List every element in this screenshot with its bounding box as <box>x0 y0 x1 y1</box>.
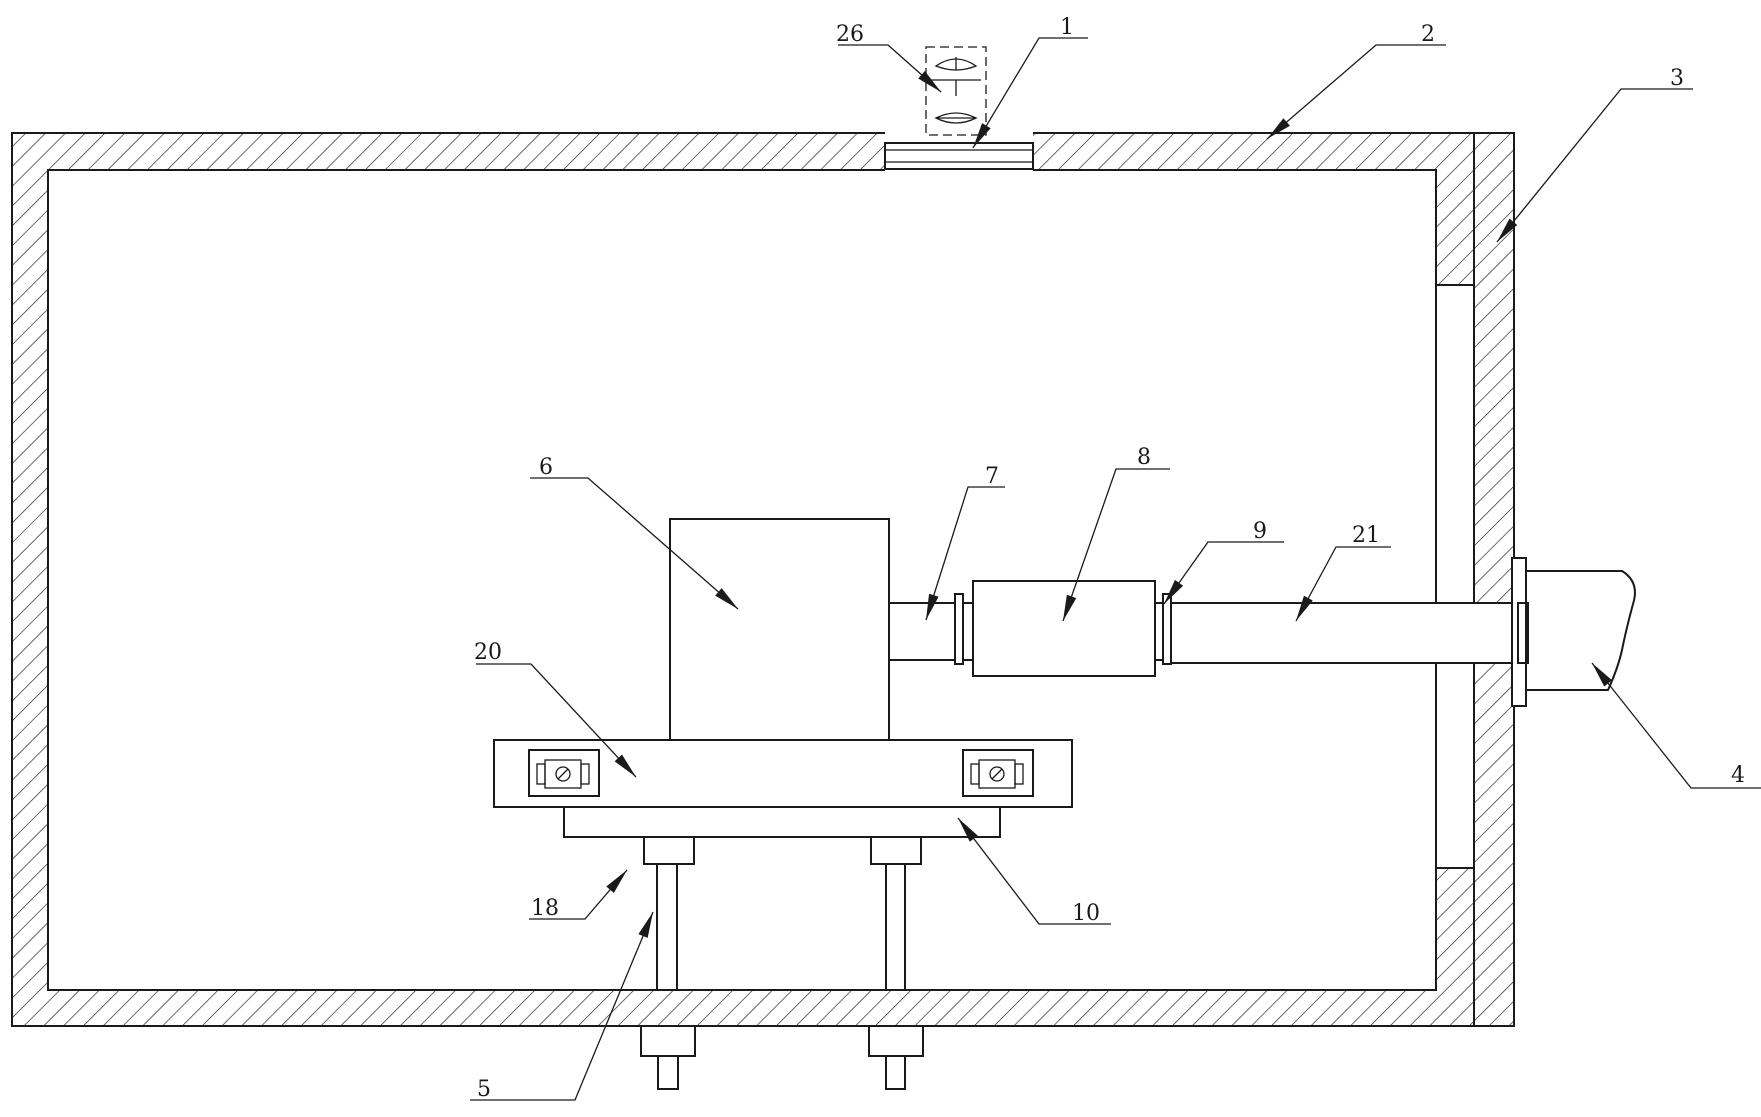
external-pipe <box>1512 558 1635 706</box>
callout-number: 7 <box>985 464 999 489</box>
slide-block-left <box>644 837 694 864</box>
callout-number: 18 <box>531 896 559 921</box>
callout-number: 2 <box>1421 22 1435 47</box>
callout-number: 6 <box>539 455 553 480</box>
base-plate <box>564 807 1000 837</box>
callout-number: 3 <box>1670 66 1684 91</box>
callout-number: 26 <box>836 22 864 47</box>
motor-shaft <box>889 603 955 660</box>
motor <box>670 519 889 740</box>
callout-2: 2 <box>1267 22 1446 139</box>
flange-left <box>955 594 963 664</box>
arrow-head <box>1592 663 1612 686</box>
arrow-head <box>638 912 653 938</box>
callout-number: 1 <box>1060 15 1074 40</box>
coupling <box>973 581 1155 676</box>
leader-line <box>1267 45 1446 139</box>
callout-number: 9 <box>1253 519 1267 544</box>
callout-26: 26 <box>836 22 941 92</box>
clamp-left <box>529 750 599 796</box>
output-shaft <box>1171 603 1518 663</box>
callout-number: 10 <box>1072 901 1100 926</box>
arrow-head <box>1164 580 1183 604</box>
callout-3: 3 <box>1497 66 1693 242</box>
leader-line <box>1164 542 1284 604</box>
callout-1: 1 <box>973 15 1088 148</box>
callout-number: 21 <box>1352 523 1380 548</box>
callout-18: 18 <box>529 870 627 921</box>
callout-number: 4 <box>1731 763 1745 788</box>
detail-26 <box>926 47 986 135</box>
callout-number: 20 <box>474 640 502 665</box>
clamp-right <box>963 750 1033 796</box>
flange-right <box>1163 594 1171 664</box>
mounting-plate <box>494 740 1072 807</box>
leader-line <box>1497 89 1693 242</box>
callout-number: 8 <box>1137 445 1151 470</box>
guide-rod-right <box>869 864 923 1089</box>
top-fitting <box>885 143 1033 169</box>
callout-4: 4 <box>1592 663 1761 788</box>
slide-block-right <box>871 837 921 864</box>
callout-number: 5 <box>477 1077 491 1102</box>
guide-rod-left <box>641 864 695 1089</box>
callout-9: 9 <box>1164 519 1284 604</box>
